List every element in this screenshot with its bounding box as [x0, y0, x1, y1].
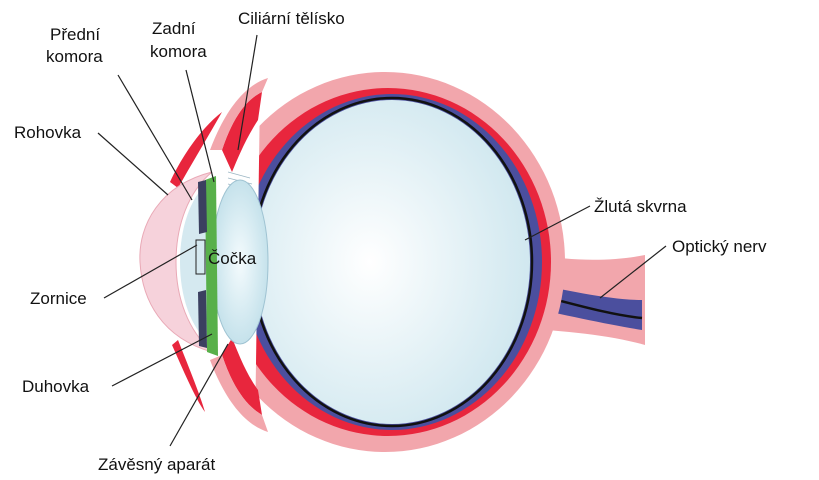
label-ciliarni-telisko: Ciliární tělísko: [238, 9, 345, 28]
leader-duhovka: [112, 334, 212, 386]
leader-predni-komora: [118, 75, 192, 200]
label-cocka: Čočka: [208, 249, 257, 268]
label-zavesny-aparat: Závěsný aparát: [98, 455, 215, 474]
label-predni-komora-2: komora: [46, 47, 103, 66]
label-duhovka: Duhovka: [22, 377, 90, 396]
muscle-bottom: [172, 340, 205, 412]
vitreous-body: [254, 100, 530, 424]
label-zornice: Zornice: [30, 289, 87, 308]
iris-pigment-top: [198, 180, 207, 234]
label-zadni-komora-2: komora: [150, 42, 207, 61]
label-zadni-komora-1: Zadní: [152, 19, 196, 38]
label-opticky-nerv: Optický nerv: [672, 237, 767, 256]
label-zluta-skvrna: Žlutá skvrna: [594, 197, 687, 216]
label-rohovka: Rohovka: [14, 123, 82, 142]
label-predni-komora-1: Přední: [50, 25, 100, 44]
